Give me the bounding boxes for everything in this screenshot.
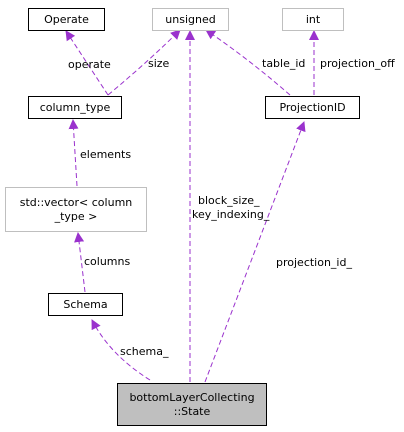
edge-label-projection-id: projection_id_	[276, 256, 352, 269]
edge-label-size: size	[148, 57, 170, 70]
edge-column-type-to-unsigned	[107, 29, 181, 96]
node-operate: Operate	[28, 8, 105, 31]
node-std-vector: std::vector< column _type >	[5, 187, 147, 232]
node-projection-id-label: ProjectionID	[279, 100, 346, 114]
node-int-label: int	[305, 12, 321, 26]
node-state: bottomLayerCollecting ::State	[117, 383, 267, 426]
node-column-type-label: column_type	[39, 100, 111, 114]
edge-state-to-schema	[91, 319, 151, 381]
edge-label-operate: operate	[68, 58, 111, 71]
edge-state-to-projectionid	[204, 121, 306, 383]
edge-label-elements: elements	[80, 148, 132, 161]
edge-column-type-to-operate	[65, 30, 109, 96]
edge-label-key-indexing: key_indexing_	[192, 208, 270, 221]
node-unsigned: unsigned	[152, 8, 229, 31]
node-schema: Schema	[48, 293, 123, 316]
edge-label-block-size: block_size_	[198, 194, 260, 207]
edge-label-schema: schema_	[120, 345, 169, 358]
node-std-vector-line1: std::vector< column	[19, 195, 133, 209]
node-column-type: column_type	[28, 96, 122, 119]
edge-vector-to-column-type	[68, 119, 79, 187]
edge-label-columns: columns	[84, 255, 131, 268]
node-projection-id: ProjectionID	[265, 96, 360, 119]
node-std-vector-line2: _type >	[54, 209, 98, 223]
node-unsigned-label: unsigned	[165, 12, 216, 26]
node-int: int	[282, 8, 344, 31]
node-state-line1: bottomLayerCollecting	[129, 390, 255, 404]
edge-label-projection-off: projection_off	[320, 57, 395, 70]
edge-projectionid-to-unsigned	[205, 29, 291, 96]
node-schema-label: Schema	[63, 297, 108, 311]
node-operate-label: Operate	[44, 12, 89, 26]
edge-label-table-id: table_id	[262, 57, 306, 70]
edge-schema-to-vector	[74, 232, 86, 293]
node-state-line2: ::State	[173, 404, 211, 418]
